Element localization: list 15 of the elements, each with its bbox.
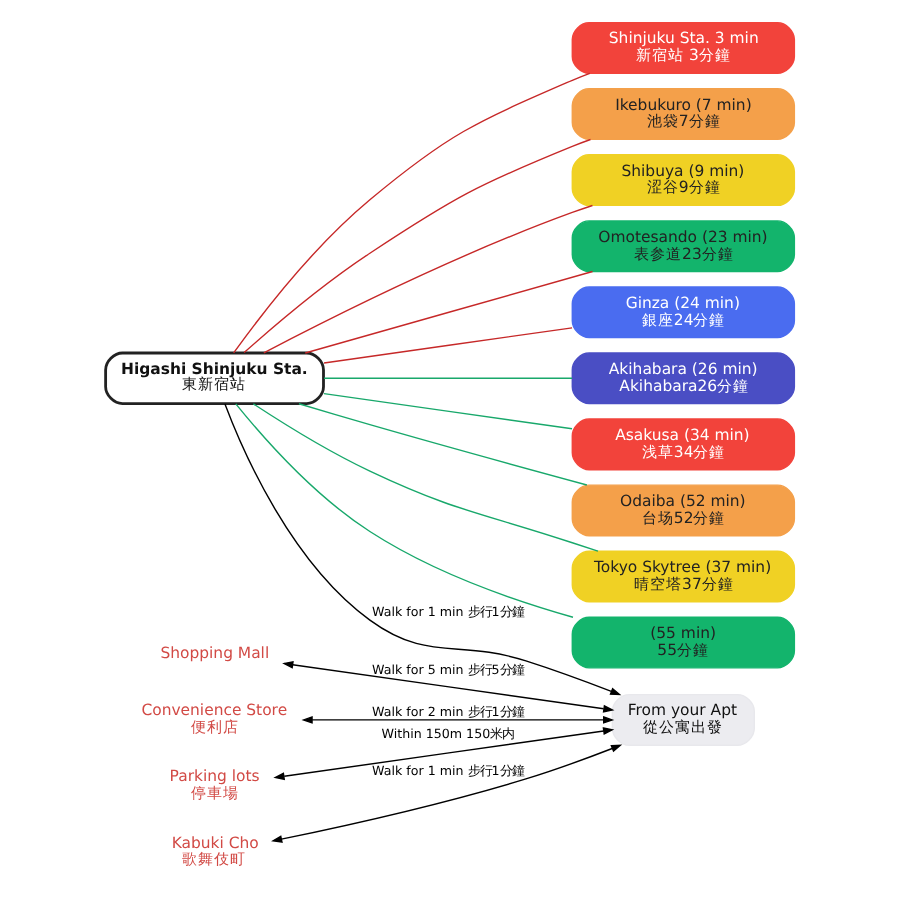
- arrow: [271, 744, 623, 843]
- connector: [298, 403, 588, 486]
- arrow: [282, 660, 615, 713]
- connector: [263, 204, 594, 354]
- connector: [235, 403, 574, 618]
- connector: [243, 138, 592, 354]
- connector: [323, 327, 573, 364]
- connector: [304, 270, 594, 354]
- connector: [323, 392, 573, 430]
- connector: [232, 72, 591, 354]
- arrow: [273, 727, 615, 781]
- connector: [323, 377, 573, 379]
- arrow: [301, 715, 615, 724]
- connector: [252, 403, 599, 552]
- arrow: [224, 403, 622, 696]
